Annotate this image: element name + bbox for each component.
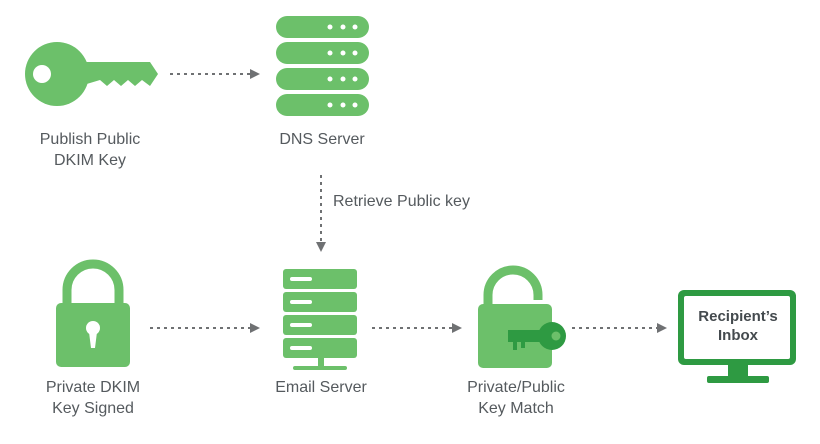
private-key-label-line1: Private DKIM xyxy=(45,379,141,396)
key-match-label-line1: Private/Public xyxy=(467,379,565,396)
private-key-label-line2: Key Signed xyxy=(52,400,134,417)
publish-key-label: Publish Public DKIM Key xyxy=(40,129,141,171)
dns-server-label: DNS Server xyxy=(279,129,364,150)
publish-key-label-line1: Publish Public xyxy=(39,131,141,148)
key-match-label-line2: Key Match xyxy=(478,400,554,417)
email-server-label-line1: Email Server xyxy=(275,379,367,396)
key-match-label: Private/Public Key Match xyxy=(467,377,565,419)
inbox-screen-line2: Inbox xyxy=(718,327,759,344)
server-rack-icon xyxy=(283,269,357,370)
inbox-screen-line1: Recipient’s xyxy=(698,308,777,325)
padlock-icon xyxy=(56,259,130,367)
publish-key-label-line2: DKIM Key xyxy=(53,152,126,169)
email-server-label: Email Server xyxy=(275,377,367,398)
monitor-icon: Recipient’s Inbox xyxy=(678,290,796,383)
database-server-icon xyxy=(276,16,369,116)
private-key-label: Private DKIM Key Signed xyxy=(46,377,140,419)
retrieve-public-key-label: Retrieve Public key xyxy=(333,193,470,210)
dns-server-label-line1: DNS Server xyxy=(279,131,365,148)
unlocked-padlock-with-key-icon xyxy=(478,265,566,368)
key-icon xyxy=(25,42,158,106)
